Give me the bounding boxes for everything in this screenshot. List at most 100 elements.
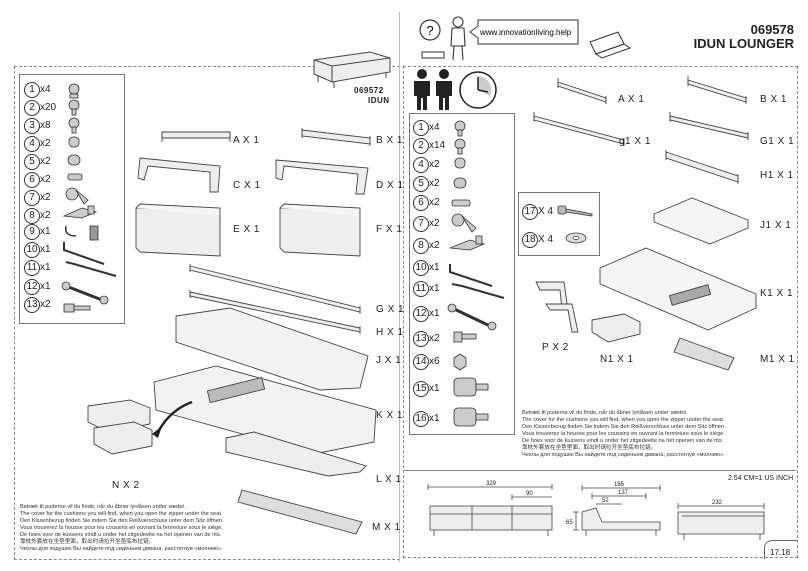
part-g1-bar-large xyxy=(669,112,749,140)
part-label-p: P X 2 xyxy=(542,342,569,353)
dim-front-part: 90 xyxy=(526,491,533,497)
wheel-bracket-icon xyxy=(451,213,477,233)
right-page-frame xyxy=(403,66,798,558)
left-parts-drawing xyxy=(87,128,377,535)
hex-key-icon xyxy=(449,264,493,287)
part-a-rail xyxy=(557,78,607,104)
part-label-m: M X 1 xyxy=(372,522,401,533)
part-c-bracket xyxy=(137,157,221,193)
laptop-icon xyxy=(589,31,632,59)
part-n1-cushion xyxy=(591,313,641,343)
person-icon xyxy=(450,16,466,61)
extra-hardware-qty: X 4 xyxy=(538,234,554,245)
part-g1-bar xyxy=(533,112,625,146)
part-label-b: B X 1 xyxy=(376,135,403,146)
person-icon xyxy=(436,69,452,110)
caster-icon xyxy=(453,407,489,427)
part-label-a-right: A X 1 xyxy=(618,94,645,105)
part-h1-bracket xyxy=(665,150,739,184)
part-label-k: K X 1 xyxy=(376,410,403,421)
cap-nut-icon xyxy=(68,136,80,148)
part-label-n: N X 2 xyxy=(112,480,140,491)
part-label-a: A X 1 xyxy=(233,135,260,146)
page-corner xyxy=(764,540,797,559)
dimension-drawings: 329 90 185 137 52 65 232 xyxy=(427,481,765,540)
part-label-g1-small: g1 X 1 xyxy=(619,136,651,147)
ref-number: 069572 xyxy=(354,86,384,95)
part-g-bar xyxy=(189,264,361,314)
center-fold-line xyxy=(399,12,400,562)
wrench-icon xyxy=(61,281,109,305)
part-b-rail xyxy=(687,76,747,104)
part-label-m1: M1 X 1 xyxy=(760,354,795,365)
part-label-h: H X 1 xyxy=(376,327,404,338)
part-label-j: J X 1 xyxy=(376,355,402,366)
page-number: 17.18 xyxy=(770,548,791,557)
extra-hardware-number: 18 xyxy=(522,232,538,248)
extra-hardware-box xyxy=(518,192,600,256)
cushion-notes-left: Betræk til puderne vil du finde, når du … xyxy=(20,504,224,552)
wheel-bracket-icon xyxy=(65,187,89,205)
part-label-f: F X 1 xyxy=(376,224,403,235)
part-label-g1-large: G1 X 1 xyxy=(760,136,795,147)
part-label-l: L X 1 xyxy=(376,474,402,485)
cap-nut-icon xyxy=(454,157,466,169)
bolt-icon xyxy=(68,83,80,99)
hardware-icons-right xyxy=(447,120,505,427)
part-n-cushions xyxy=(87,399,153,455)
hardware-list-box-right xyxy=(409,113,515,435)
cushion-notes-right: Betræk til puderne vil du finde, når du … xyxy=(522,410,726,458)
part-label-g: G X 1 xyxy=(376,304,405,315)
dim-side-seat: 52 xyxy=(602,498,609,504)
part-d-bracket xyxy=(275,159,369,195)
person-icon xyxy=(414,69,430,110)
part-label-j1: J1 X 1 xyxy=(760,220,792,231)
hex-key-icon xyxy=(65,261,117,277)
part-label-c: C X 1 xyxy=(233,180,261,191)
clock-icon xyxy=(459,71,497,109)
bolt-icon xyxy=(557,205,593,217)
question-mark: ? xyxy=(426,23,433,38)
hex-nut-icon xyxy=(453,353,467,371)
dim-front-total: 329 xyxy=(486,481,497,487)
part-a-rail xyxy=(161,131,231,142)
extra-hardware-icons xyxy=(557,205,593,244)
part-k1-platform xyxy=(599,247,757,331)
caster-icon xyxy=(453,377,489,397)
two-person-icons xyxy=(414,69,497,110)
part-label-n1: N1 X 1 xyxy=(600,354,634,365)
wrench-icon xyxy=(447,303,497,331)
part-p-legs xyxy=(535,281,579,333)
hook-tool-icon xyxy=(64,225,99,241)
part-l-tray xyxy=(225,431,367,477)
dim-top-width: 232 xyxy=(712,500,723,506)
top-view xyxy=(677,503,765,540)
box-icon xyxy=(421,51,445,59)
dim-side-depth: 185 xyxy=(614,482,625,488)
dim-side-height: 65 xyxy=(566,520,573,526)
part-label-b-right: B X 1 xyxy=(760,94,787,105)
idun-sofa-reference xyxy=(313,51,391,88)
dowel-icon xyxy=(453,177,467,189)
bolt-icon xyxy=(68,99,80,116)
part-label-e: E X 1 xyxy=(233,224,260,235)
screw-icon xyxy=(63,303,91,313)
question-bubble-icon xyxy=(419,19,441,41)
part-f-box xyxy=(279,203,361,257)
product-name: IDUN LOUNGER xyxy=(693,36,794,51)
pin-icon xyxy=(451,199,471,207)
ref-name: IDUN xyxy=(368,96,390,105)
product-number: 069578 xyxy=(750,22,794,37)
part-label-h1: H1 X 1 xyxy=(760,170,794,181)
part-e-box xyxy=(135,203,221,257)
dimensions-divider xyxy=(403,470,796,471)
extra-hardware-qty: X 4 xyxy=(538,206,554,217)
side-view xyxy=(573,485,661,536)
part-k-seat xyxy=(153,365,377,455)
part-label-d: D X 1 xyxy=(376,180,404,191)
bolt-icon xyxy=(454,120,466,137)
part-m1-roll xyxy=(673,337,735,371)
right-parts-drawing xyxy=(533,76,757,371)
hardware-icons-left xyxy=(61,83,117,313)
front-view xyxy=(427,484,553,536)
